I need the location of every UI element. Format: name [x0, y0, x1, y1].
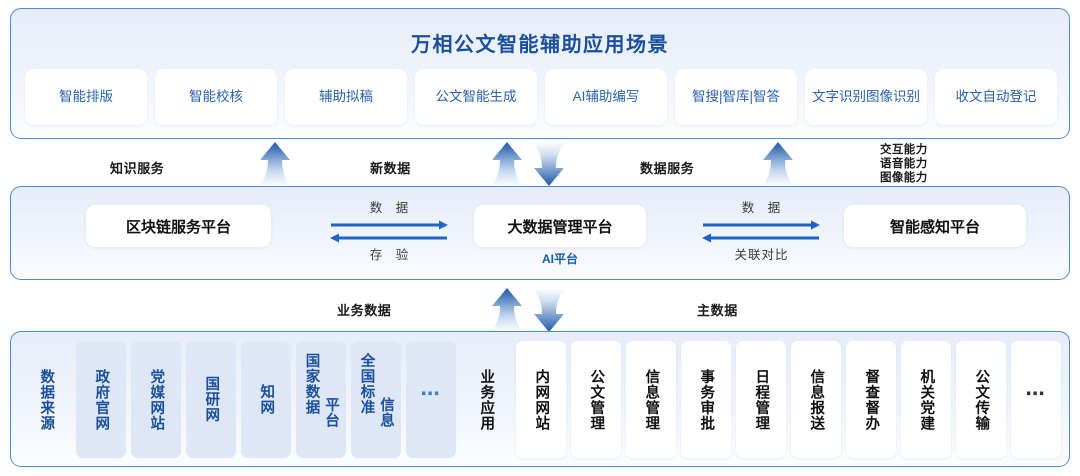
business-app-card[interactable]: 内网网站 [516, 341, 566, 458]
scenario-card-row: 智能排版 智能校核 辅助拟稿 公文智能生成 AI辅助编写 智搜|智库|智答 文字识别图像识别… [25, 69, 1057, 125]
up-arrow-business-data [490, 288, 524, 332]
vertical-card-text: 信息报送 [808, 368, 825, 431]
ai-platform-label: AI平台 [541, 252, 578, 266]
vertical-card-text: 政府官网 [93, 368, 110, 431]
capability-item: 交互能力 [880, 144, 928, 156]
data-source-row: 数据来源政府官网党媒网站国研网知网国家数据平台全国标准信息⋯业务应用内网网站公文… [21, 341, 1061, 458]
data-source-card[interactable]: 国家数据平台 [296, 341, 346, 458]
label-master-data: 主数据 [697, 303, 738, 318]
down-arrow-new-data [530, 142, 568, 186]
down-arrow-master-data [530, 288, 568, 332]
business-app-card[interactable]: 日程管理 [736, 341, 786, 458]
platform-bigdata[interactable]: 大数据管理平台 [474, 205, 646, 247]
vertical-card-text: 全国标准 [358, 353, 375, 415]
page-title: 万相公文智能辅助应用场景 [411, 34, 669, 56]
capability-list: 交互能力语音能力图像能力 [880, 143, 928, 185]
scenario-card-line: 辅助拟稿 [319, 88, 373, 104]
vertical-card-text: 党媒网站 [148, 368, 165, 431]
vertical-card-text: 公文管理 [588, 368, 605, 431]
relation-blockchain-bigdata: 数 据 存 验 [329, 201, 449, 263]
up-arrow-knowledge-service [258, 142, 292, 186]
data-source-card[interactable]: 全国标准信息 [351, 341, 401, 458]
platform-layer-panel: 区块链服务平台 大数据管理平台 智能感知平台 AI平台 数 据 存 验 数 据 [10, 186, 1070, 280]
relation-2-top-label: 数 据 [741, 201, 786, 215]
vertical-card-text: 知网 [258, 384, 275, 415]
ellipsis-icon: ⋯ [1025, 384, 1047, 405]
vertical-card-text: 机关党建 [918, 368, 935, 431]
business-app-card[interactable]: 事务审批 [681, 341, 731, 458]
relation-bigdata-sensing: 数 据 关联对比 [701, 201, 821, 263]
ellipsis-icon: ⋯ [420, 384, 442, 405]
bidirectional-arrow-icon [330, 220, 448, 243]
scenario-card-line: 收文 [955, 88, 983, 104]
relation-2-bottom-label: 关联对比 [734, 248, 789, 262]
business-app-card[interactable]: 公文管理 [571, 341, 621, 458]
platform-sensing[interactable]: 智能感知平台 [844, 205, 1026, 247]
capability-item: 图像能力 [880, 172, 928, 184]
bidirectional-arrow-icon [702, 220, 820, 243]
vertical-card-text: 事务审批 [698, 368, 715, 431]
scenario-card[interactable]: 智能校核 [155, 69, 277, 125]
scenario-card-line: 公文智能生成 [435, 88, 517, 104]
vertical-card-text: 公文传输 [973, 368, 990, 431]
business-app-card[interactable]: ⋯ [1011, 341, 1061, 458]
label-business-data: 业务数据 [337, 303, 392, 318]
up-arrow-new-data [490, 142, 524, 186]
scenario-card-line: 智搜|智库|智答 [691, 88, 780, 104]
data-source-card[interactable]: ⋯ [406, 341, 456, 458]
scenario-card-line: 文字识别 [812, 88, 866, 104]
scenario-card[interactable]: 辅助拟稿 [285, 69, 407, 125]
business-app-card[interactable]: 机关党建 [901, 341, 951, 458]
application-scenario-panel: 万相公文智能辅助应用场景 智能排版 智能校核 辅助拟稿 公文智能生成 AI辅助编写 智搜|… [10, 8, 1070, 139]
up-arrow-data-service [761, 142, 795, 186]
label-new-data: 新数据 [370, 161, 411, 176]
label-data-source: 数据来源 [21, 341, 71, 458]
vertical-card-text: 日程管理 [753, 368, 770, 431]
vertical-card-text: 国家数据 [303, 353, 320, 415]
business-app-card[interactable]: 信息管理 [626, 341, 676, 458]
label-business-application: 业务应用 [461, 341, 511, 458]
vertical-card-text: 督查督办 [863, 368, 880, 431]
data-source-card[interactable]: 知网 [241, 341, 291, 458]
scenario-card[interactable]: 文字识别图像识别 [805, 69, 927, 125]
data-source-card[interactable]: 政府官网 [76, 341, 126, 458]
data-source-card[interactable]: 党媒网站 [131, 341, 181, 458]
label-data-service: 数据服务 [640, 161, 695, 176]
business-app-card[interactable]: 督查督办 [846, 341, 896, 458]
vertical-card-text: 国研网 [203, 376, 220, 423]
data-source-layer-panel: 数据来源政府官网党媒网站国研网知网国家数据平台全国标准信息⋯业务应用内网网站公文… [10, 331, 1070, 467]
scenario-card-line: 智能校核 [189, 88, 243, 104]
scenario-card[interactable]: AI辅助编写 [545, 69, 667, 125]
relation-1-top-label: 数 据 [369, 201, 414, 215]
scenario-card[interactable]: 公文智能生成 [415, 69, 537, 125]
vertical-card-text-secondary: 信息 [378, 397, 395, 428]
label-knowledge-service: 知识服务 [110, 161, 165, 176]
scenario-card[interactable]: 收文自动登记 [935, 69, 1057, 125]
vertical-label-text: 业务应用 [478, 368, 495, 431]
vertical-card-text: 信息管理 [643, 368, 660, 431]
scenario-card-line: AI辅助编写 [572, 88, 640, 104]
vertical-label-text: 数据来源 [38, 368, 55, 431]
capability-item: 语音能力 [880, 158, 928, 170]
relation-1-bottom-label: 存 验 [369, 248, 414, 262]
vertical-card-text-secondary: 平台 [323, 397, 340, 428]
scenario-card-line: 自动登记 [982, 88, 1037, 104]
business-app-card[interactable]: 信息报送 [791, 341, 841, 458]
scenario-card[interactable]: 智搜|智库|智答 [675, 69, 797, 125]
scenario-card[interactable]: 智能排版 [25, 69, 147, 125]
platform-blockchain[interactable]: 区块链服务平台 [86, 205, 271, 247]
scenario-card-line: 图像识别 [866, 88, 920, 104]
data-source-card[interactable]: 国研网 [186, 341, 236, 458]
business-app-card[interactable]: 公文传输 [956, 341, 1006, 458]
scenario-card-line: 智能排版 [59, 88, 113, 104]
vertical-card-text: 内网网站 [533, 368, 550, 431]
